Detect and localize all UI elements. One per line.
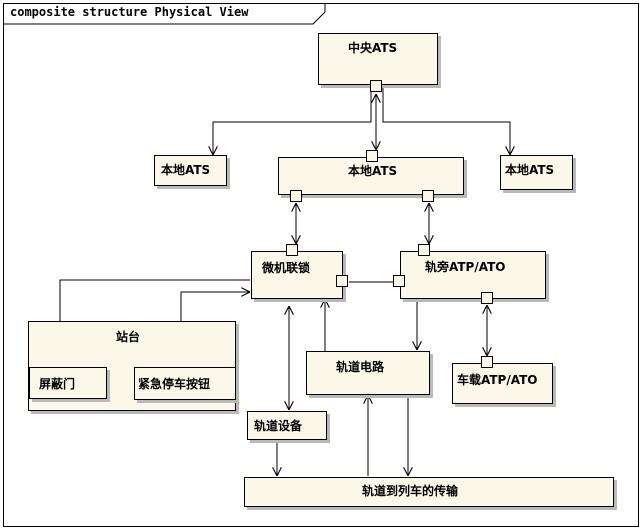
node-track-to-train-transmission-label: 轨道到列车的传输 [362,484,459,498]
node-emergency-stop-button[interactable] [134,367,236,400]
node-station-label: 站台 [116,330,141,344]
node-local-ats-left[interactable] [154,155,227,186]
node-local-ats-right[interactable] [500,155,573,190]
port-local-ats-top [366,150,378,162]
node-local-ats-right-label: 本地ATS [505,163,555,177]
frame-title: composite structure Physical View [10,5,249,19]
node-track-equipment-label: 轨道设备 [254,419,303,433]
node-trackside-atp-ato-label: 轨旁ATP/ATO [425,260,506,274]
node-central-ats-label: 中央ATS [348,41,398,55]
node-platform-screen-door[interactable] [29,367,107,399]
node-interlocking-label: 微机联锁 [262,261,311,275]
edge-central-to-local-right [382,88,510,155]
diagram-frame [3,3,639,527]
node-interlocking[interactable] [251,251,343,299]
node-track-circuit[interactable] [306,351,430,395]
frame-title-tab [3,3,326,25]
port-onboard-top [481,356,493,368]
port-central-ats [370,80,382,92]
node-track-circuit-label: 轨道电路 [336,360,385,374]
node-local-ats-left-label: 本地ATS [161,163,211,177]
node-local-ats-center-label: 本地ATS [348,164,398,178]
port-local-ats-bottom-right [422,190,434,202]
node-onboard-atp-ato-label: 车载ATP/ATO [457,373,538,387]
port-interlocking-top [286,244,298,256]
node-track-equipment[interactable] [247,411,327,440]
edge-central-to-local-left [213,88,372,155]
port-trackside-top [418,244,430,256]
port-trackside-bottom [481,292,493,304]
node-trackside-atp-ato[interactable] [400,251,546,299]
port-interlocking-right [336,275,348,287]
node-emergency-stop-button-label: 紧急停车按钮 [138,377,211,391]
node-platform-screen-door-label: 屏蔽门 [39,377,76,391]
node-track-to-train-transmission[interactable] [244,477,614,507]
node-onboard-atp-ato[interactable] [452,363,553,404]
node-local-ats-center[interactable] [278,157,464,195]
port-local-ats-bottom-left [290,190,302,202]
port-trackside-left [393,275,405,287]
